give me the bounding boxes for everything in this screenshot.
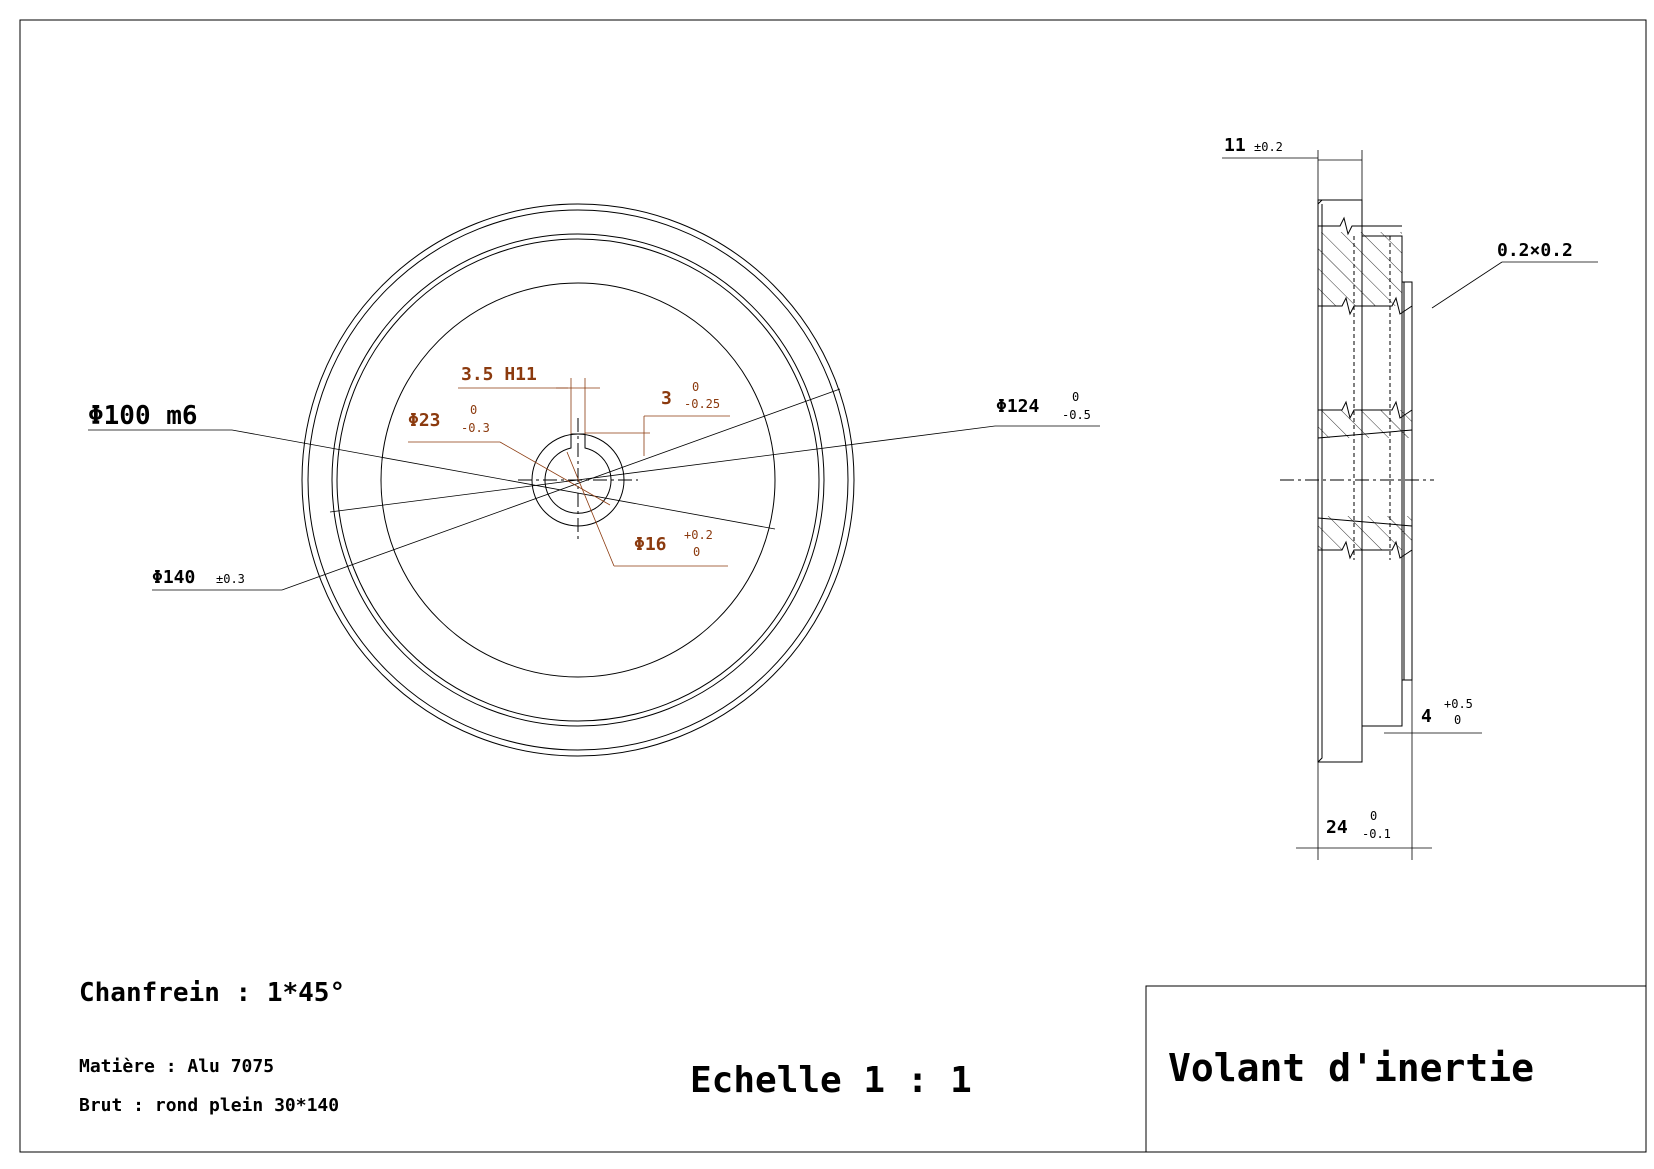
key-depth-label: 3 (661, 388, 672, 409)
front-dimension-lines-brown (408, 378, 730, 567)
d124-label: Φ124 (996, 396, 1040, 417)
key-depth-tol-lower: -0.25 (684, 397, 720, 411)
d100-label: Φ100 m6 (88, 401, 198, 431)
hub-step-circle (331, 233, 825, 727)
hatch-upper-bore (1318, 410, 1412, 438)
w4-label: 4 (1421, 706, 1432, 727)
w24-label: 24 (1326, 817, 1348, 838)
outer-rim-chamfer-circle (307, 209, 849, 751)
d16-tol-lower: 0 (693, 545, 700, 559)
w4-tol-lower: 0 (1454, 713, 1461, 727)
chamfer-label: 0.2×0.2 (1497, 240, 1573, 261)
drawing-title: Volant d'inertie (1168, 1046, 1534, 1090)
side-dimension-lines (1222, 150, 1598, 860)
bore-line-lower (1317, 517, 1413, 527)
side-view (1280, 199, 1434, 763)
recess-circle (380, 282, 776, 678)
d100-dim-line (231, 429, 776, 530)
w24-tol-lower: -0.1 (1362, 827, 1391, 841)
d140-tol: ±0.3 (216, 572, 245, 586)
d140-label: Φ140 (152, 567, 195, 588)
chamfer-note: Chanfrein : 1*45° (79, 978, 345, 1008)
w11-label: 11 (1224, 135, 1246, 156)
hatch-top (1318, 232, 1402, 306)
d23-dim-line (499, 441, 611, 506)
front-dimension-lines (88, 388, 1100, 591)
w4-tol-upper: +0.5 (1444, 697, 1473, 711)
front-view (301, 203, 855, 757)
d16-label: Φ16 (634, 534, 667, 555)
d124-dim-line (329, 425, 996, 513)
material-note: Matière : Alu 7075 (79, 1056, 274, 1077)
d124-tol-upper: 0 (1072, 390, 1079, 404)
d16-tol-upper: +0.2 (684, 528, 713, 542)
bore-line-upper (1317, 429, 1413, 439)
scale-label: Echelle 1 : 1 (690, 1060, 972, 1101)
break-line-1 (1318, 216, 1402, 236)
w24-tol-upper: 0 (1370, 809, 1377, 823)
chamfer-leader (1431, 261, 1503, 309)
d140-dim-line (281, 388, 841, 591)
hub-step-body (1361, 235, 1403, 727)
stock-note: Brut : rond plein 30*140 (79, 1095, 339, 1116)
hub-step-chamfer-circle (336, 238, 820, 722)
hatch-lower-bore (1318, 516, 1412, 550)
break-line-3 (1318, 400, 1413, 420)
outer-rim-circle (301, 203, 855, 757)
title-block (1145, 985, 1647, 1153)
drawing-frame (19, 19, 1647, 1153)
d23-label: Φ23 (408, 410, 441, 431)
d23-tol-upper: 0 (470, 403, 477, 417)
d23-tol-lower: -0.3 (461, 421, 490, 435)
d16-dim-line (566, 451, 615, 567)
key-width-label: 3.5 H11 (461, 364, 537, 385)
break-line-4 (1318, 540, 1413, 560)
key-depth-tol-upper: 0 (692, 380, 699, 394)
bore-with-keyway (544, 433, 612, 514)
boss-body (1401, 281, 1413, 681)
d124-tol-lower: -0.5 (1062, 408, 1091, 422)
w11-tol: ±0.2 (1254, 140, 1283, 154)
